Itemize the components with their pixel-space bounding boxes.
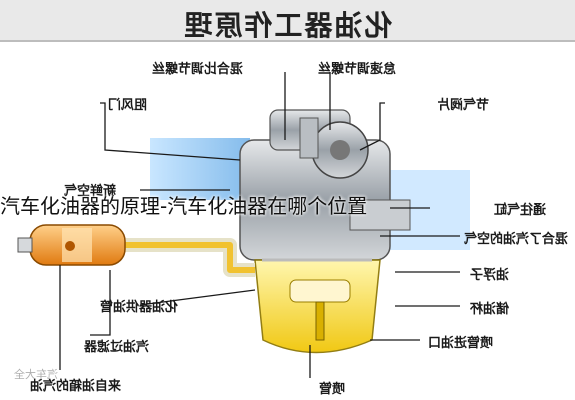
label-idle-screw: 怠速调节螺丝 <box>318 62 397 77</box>
float-bowl <box>254 258 381 354</box>
fuel-filter <box>17 224 126 266</box>
carburetor-body <box>239 109 411 261</box>
label-choke-valve: 阻风门 <box>108 98 148 113</box>
label-throttle-plate: 节气阀片 <box>437 98 490 113</box>
overlay-caption: 汽车化油器的原理-汽车化油器在哪个位置 <box>0 194 368 218</box>
float-shape <box>289 279 351 303</box>
label-float-chamber: 储油杯 <box>470 302 510 317</box>
label-fuel-filter: 汽油过滤器 <box>84 340 150 355</box>
watermark: 汽车大全 <box>14 368 58 381</box>
label-mix-ratio-screw: 混合比调节螺丝 <box>152 62 244 77</box>
label-float: 油浮子 <box>470 268 510 283</box>
label-jet: 喷管 <box>319 382 346 397</box>
label-air-fuel-mixture: 混合了汽油的空气 <box>464 232 569 247</box>
main-jet-tube <box>315 301 325 341</box>
title-banner: 化油器工作原理 <box>0 0 575 42</box>
leader-lines <box>59 72 460 378</box>
fuel-line <box>120 238 255 277</box>
label-feed-pipe: 化油器供油管 <box>100 300 179 315</box>
label-jet-inlet: 喷管进油口 <box>428 336 494 351</box>
